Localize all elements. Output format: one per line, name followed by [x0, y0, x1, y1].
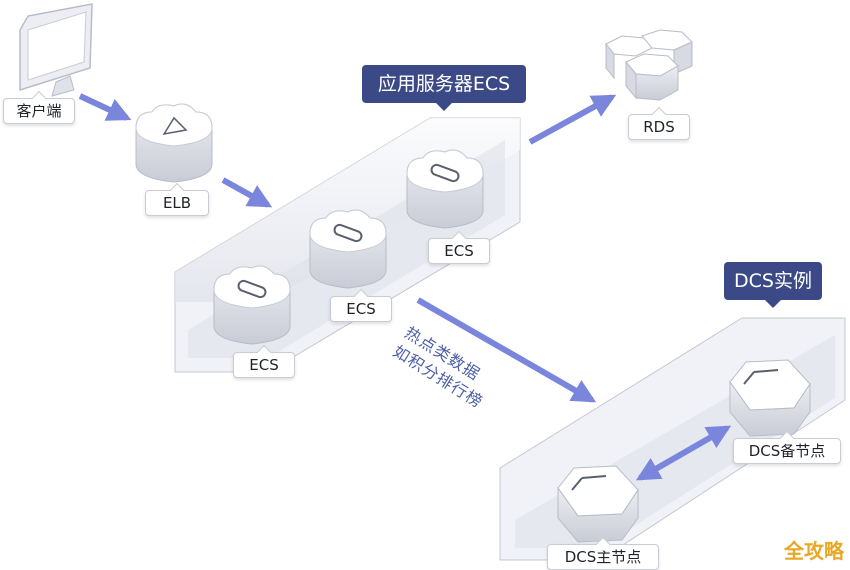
- arrow-ecs-to-dcs: [416, 297, 597, 403]
- ecs-label-2: ECS: [330, 296, 392, 322]
- dcs-primary-node-icon: [557, 465, 639, 543]
- arrow-ecs-to-rds: [528, 94, 617, 145]
- watermark-text: 全攻略: [784, 539, 844, 563]
- client-label: 客户端: [3, 98, 75, 124]
- dcs-group-title: DCS实例: [724, 262, 822, 308]
- rds-label: RDS: [628, 114, 690, 140]
- arrow-elb-to-ecs: [221, 177, 273, 208]
- rds-database-icon: [605, 29, 693, 101]
- flow-arrows: [78, 93, 732, 481]
- ecs-server-icon: [406, 149, 484, 229]
- elb-device-icon: [135, 103, 213, 183]
- arrow-dcs-sync: [635, 425, 732, 481]
- dcs-standby-label: DCS备节点: [733, 438, 841, 464]
- ecs-group-title: 应用服务器ECS: [362, 65, 526, 111]
- ecs-server-icon: [309, 209, 387, 289]
- elb-label: ELB: [145, 190, 209, 216]
- dcs-standby-node-icon: [729, 359, 811, 437]
- dcs-primary-label: DCS主节点: [547, 544, 659, 570]
- arrow-client-to-elb: [78, 93, 132, 121]
- ecs-server-icon: [213, 265, 291, 345]
- ecs-label-3: ECS: [428, 238, 490, 264]
- ecs-label-1: ECS: [233, 352, 295, 378]
- monitor-icon: [19, 3, 93, 97]
